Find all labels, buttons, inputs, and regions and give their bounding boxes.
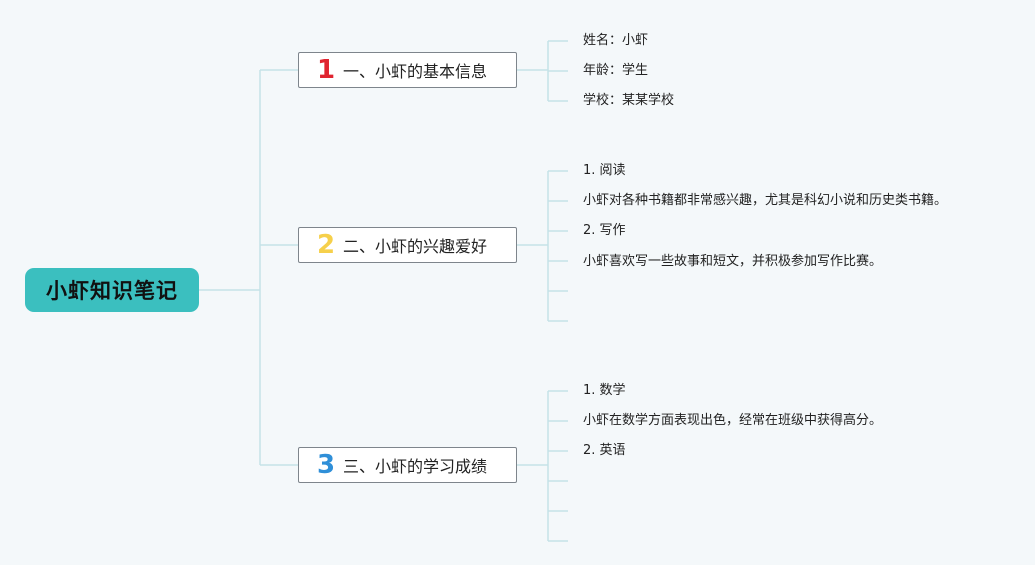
branch-node-hobbies[interactable]: 2 二、小虾的兴趣爱好	[298, 227, 517, 263]
leaf-item[interactable]: 1. 阅读	[583, 163, 626, 178]
leaf-item[interactable]: 2. 英语	[583, 443, 626, 458]
leaf-item[interactable]: 姓名：小虾	[583, 33, 649, 48]
root-node[interactable]: 小虾知识笔记	[25, 268, 199, 312]
leaf-item[interactable]: 2. 写作	[583, 223, 626, 238]
branch-title: 三、小虾的学习成绩	[343, 457, 488, 476]
leaf-item[interactable]: 1. 数学	[583, 383, 626, 398]
branch-title: 二、小虾的兴趣爱好	[343, 237, 488, 256]
root-title: 小虾知识笔记	[46, 279, 178, 303]
leaf-item[interactable]: 小虾在数学方面表现出色，经常在班级中获得高分。	[583, 413, 883, 428]
branch-title: 一、小虾的基本信息	[343, 62, 488, 81]
leaf-item[interactable]: 小虾喜欢写一些故事和短文，并积极参加写作比赛。	[583, 254, 883, 269]
leaf-item[interactable]: 小虾对各种书籍都非常感兴趣，尤其是科幻小说和历史类书籍。	[583, 193, 948, 208]
number-one-icon: 1	[316, 55, 336, 85]
branch-node-basic-info[interactable]: 1 一、小虾的基本信息	[298, 52, 517, 88]
number-two-icon: 2	[316, 230, 336, 260]
number-three-icon: 3	[316, 450, 336, 480]
branch-node-grades[interactable]: 3 三、小虾的学习成绩	[298, 447, 517, 483]
leaf-item[interactable]: 学校：某某学校	[583, 93, 675, 108]
leaf-item[interactable]: 年龄：学生	[583, 63, 649, 78]
